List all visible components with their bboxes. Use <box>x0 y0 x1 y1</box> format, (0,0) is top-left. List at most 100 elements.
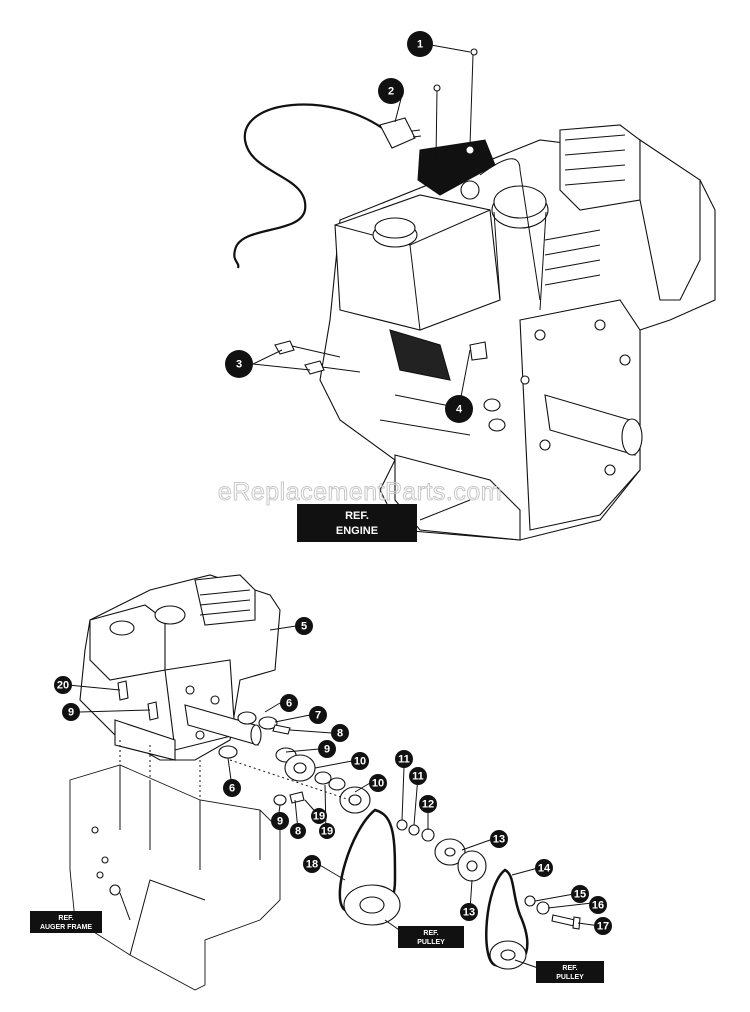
callout-circle <box>395 750 413 768</box>
callout-c13b: 13 <box>460 903 478 921</box>
callout-circle <box>309 706 327 724</box>
callout-number: 19 <box>313 811 325 823</box>
callout-circle <box>271 812 289 830</box>
ref-pulley-b-line1: REF. <box>562 965 577 972</box>
callout-c12: 12 <box>419 795 437 813</box>
callout-circle <box>351 752 369 770</box>
callout-c6a: 6 <box>280 694 298 712</box>
callout-number: 17 <box>597 921 609 933</box>
callout-circle <box>319 823 335 839</box>
callout-circle <box>54 676 72 694</box>
callout-c16: 16 <box>589 896 607 914</box>
callout-circle <box>331 724 349 742</box>
ref-engine-label: REF. ENGINE <box>297 504 417 542</box>
callout-circle <box>62 703 80 721</box>
callout-number: 13 <box>493 834 505 846</box>
callout-circle <box>445 395 473 423</box>
ref-pulley-a-line1: REF. <box>423 930 438 937</box>
callout-number: 6 <box>229 783 235 795</box>
callout-circle <box>407 31 433 57</box>
callout-c19b: 19 <box>319 823 335 839</box>
callout-circle <box>535 859 553 877</box>
callout-circle <box>594 917 612 935</box>
callout-number: 13 <box>463 907 475 919</box>
callout-c7: 7 <box>309 706 327 724</box>
callout-number: 15 <box>574 889 586 901</box>
ref-pulley-label-a: REF. PULLEY <box>398 926 464 948</box>
callout-c8b: 8 <box>290 823 306 839</box>
callout-number: 9 <box>68 707 74 719</box>
callout-circle <box>290 823 306 839</box>
callout-c6b: 6 <box>223 779 241 797</box>
callout-c20: 20 <box>54 676 72 694</box>
callout-c10a: 10 <box>351 752 369 770</box>
callout-number: 7 <box>315 710 321 722</box>
callout-circle <box>571 885 589 903</box>
callout-number: 14 <box>538 863 551 875</box>
callout-circle <box>318 740 336 758</box>
callout-number: 11 <box>398 754 410 766</box>
callout-number: 19 <box>321 826 333 838</box>
callout-circle <box>225 350 253 378</box>
callout-c1: 1 <box>407 31 433 57</box>
callout-number: 18 <box>306 859 318 871</box>
callout-c9b: 9 <box>62 703 80 721</box>
callout-c9a: 9 <box>318 740 336 758</box>
callout-c14: 14 <box>535 859 553 877</box>
callout-number: 4 <box>456 404 463 416</box>
watermark-text: eReplacementParts.com <box>218 478 502 506</box>
ref-pulley-a-line2: PULLEY <box>417 939 445 946</box>
callout-circle <box>409 767 427 785</box>
ref-engine-line2: ENGINE <box>336 525 378 537</box>
ref-engine-line1: REF. <box>345 510 369 522</box>
callout-circle <box>378 78 404 104</box>
callout-circle <box>303 855 321 873</box>
callout-c11b: 11 <box>409 767 427 785</box>
callout-c19a: 19 <box>311 808 327 824</box>
callout-number: 8 <box>295 826 301 838</box>
callout-number: 12 <box>422 799 434 811</box>
ref-auger-frame-line1: REF. <box>58 915 73 922</box>
callout-c15: 15 <box>571 885 589 903</box>
callout-c2: 2 <box>378 78 404 104</box>
callout-number: 1 <box>417 39 423 51</box>
callout-c8a: 8 <box>331 724 349 742</box>
ref-pulley-b-line2: PULLEY <box>556 974 584 981</box>
callout-number: 9 <box>277 816 283 828</box>
callout-c13a: 13 <box>490 830 508 848</box>
ref-auger-frame-label: REF. AUGER FRAME <box>30 911 102 933</box>
callout-circle <box>295 617 313 635</box>
callout-circle <box>223 779 241 797</box>
callout-circle <box>460 903 478 921</box>
callout-circle <box>280 694 298 712</box>
callout-circle <box>589 896 607 914</box>
callout-c11a: 11 <box>395 750 413 768</box>
ref-auger-frame-line2: AUGER FRAME <box>40 924 92 931</box>
callout-number: 11 <box>412 771 424 783</box>
callout-number: 9 <box>324 744 330 756</box>
callout-c18: 18 <box>303 855 321 873</box>
callout-number: 2 <box>388 86 394 98</box>
callout-number: 20 <box>57 680 69 692</box>
callout-circle <box>419 795 437 813</box>
callout-number: 8 <box>337 728 343 740</box>
callout-number: 3 <box>236 359 242 371</box>
callout-number: 5 <box>301 621 307 633</box>
drive-bottom-drawing <box>67 574 601 991</box>
callout-c5: 5 <box>295 617 313 635</box>
callout-number: 16 <box>592 900 604 912</box>
ref-pulley-label-b: REF. PULLEY <box>536 961 604 983</box>
callout-c17: 17 <box>594 917 612 935</box>
callout-c4: 4 <box>445 395 473 423</box>
callout-c3: 3 <box>225 350 253 378</box>
callout-number: 10 <box>354 756 366 768</box>
callout-circle <box>311 808 327 824</box>
callout-number: 10 <box>372 778 384 790</box>
callout-c10b: 10 <box>369 774 387 792</box>
callout-circle <box>490 830 508 848</box>
callout-number: 6 <box>286 698 292 710</box>
callout-c9c: 9 <box>271 812 289 830</box>
callout-circle <box>369 774 387 792</box>
